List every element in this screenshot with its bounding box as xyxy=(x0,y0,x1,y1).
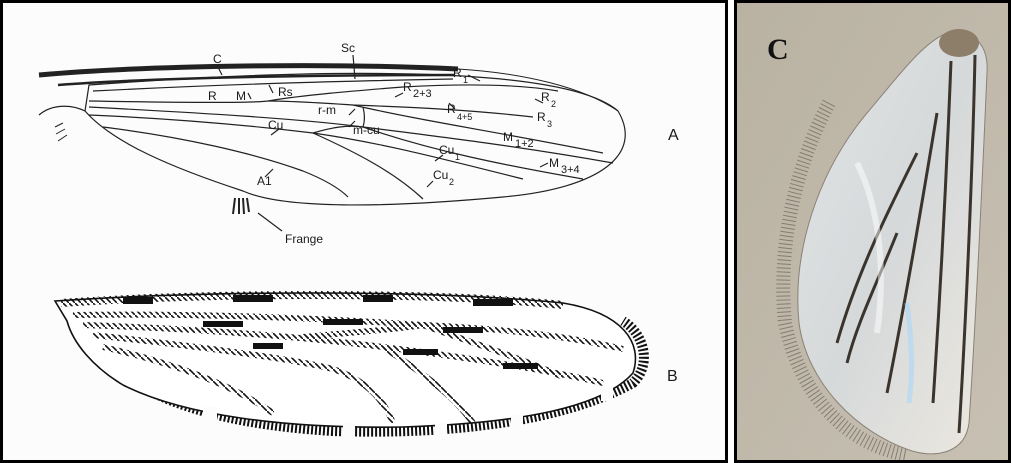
svg-text:Cu: Cu xyxy=(433,168,448,182)
panel-label-a: A xyxy=(668,127,679,144)
svg-text:Sc: Sc xyxy=(341,41,355,55)
wing-b: B xyxy=(55,293,678,437)
svg-text:1: 1 xyxy=(455,152,460,162)
svg-text:3: 3 xyxy=(547,119,552,129)
svg-text:C: C xyxy=(213,52,222,66)
photo-panel: C xyxy=(734,0,1011,463)
svg-text:M: M xyxy=(236,89,246,103)
svg-text:R: R xyxy=(447,102,456,116)
vein-m xyxy=(89,107,613,163)
svg-text:Rs: Rs xyxy=(278,85,293,99)
svg-text:2: 2 xyxy=(449,177,454,187)
wing-diagrams-svg: C Sc R 1 R M Rs R 2+3 R 2 r-m R 4+5 R 3 … xyxy=(3,3,725,460)
svg-text:M: M xyxy=(503,130,513,144)
wing-a-labels: C Sc R 1 R M Rs R 2+3 R 2 r-m R 4+5 R 3 … xyxy=(208,41,679,246)
svg-text:r-m: r-m xyxy=(318,103,336,117)
svg-text:R: R xyxy=(541,90,550,104)
svg-text:Cu: Cu xyxy=(268,118,283,132)
vein-a1 xyxy=(103,127,348,197)
vein-cu xyxy=(89,115,523,179)
svg-text:Frange: Frange xyxy=(285,232,323,246)
svg-text:R: R xyxy=(453,66,462,80)
svg-text:A1: A1 xyxy=(257,174,272,188)
wing-a xyxy=(39,55,625,231)
svg-text:m-cu: m-cu xyxy=(353,123,380,137)
svg-text:1+2: 1+2 xyxy=(515,138,534,150)
svg-text:4+5: 4+5 xyxy=(457,112,472,122)
svg-text:1: 1 xyxy=(463,75,468,85)
svg-text:R: R xyxy=(208,89,217,103)
svg-text:R: R xyxy=(403,80,412,94)
svg-text:Cu: Cu xyxy=(439,143,454,157)
wing-photo-svg: C xyxy=(737,3,1008,460)
fringe-tuft xyxy=(233,198,249,214)
panel-label-c: C xyxy=(767,33,789,66)
svg-text:3+4: 3+4 xyxy=(561,164,580,176)
svg-text:2: 2 xyxy=(551,99,556,109)
panel-label-b: B xyxy=(667,368,678,385)
svg-text:M: M xyxy=(549,156,559,170)
diagram-panel: C Sc R 1 R M Rs R 2+3 R 2 r-m R 4+5 R 3 … xyxy=(0,0,728,463)
svg-text:R: R xyxy=(537,110,546,124)
svg-text:2+3: 2+3 xyxy=(413,88,432,100)
